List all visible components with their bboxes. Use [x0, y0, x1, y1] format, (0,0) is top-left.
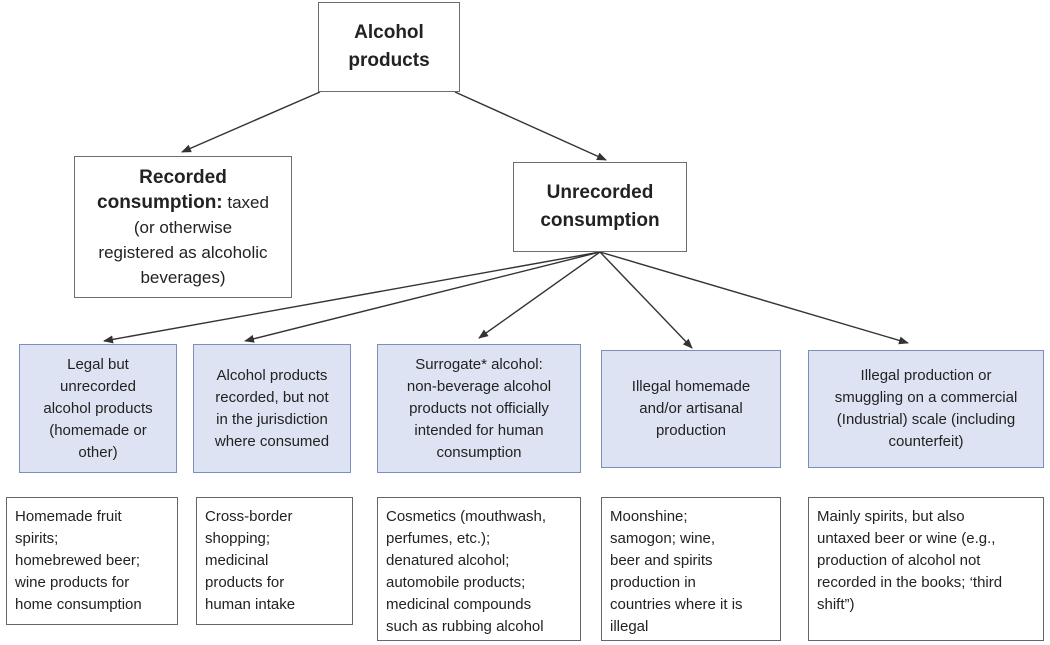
example-line: such as rubbing alcohol	[386, 618, 544, 635]
category-line: Illegal production or	[860, 367, 992, 384]
root-line-1: Alcohol	[354, 22, 424, 43]
example-line: products for	[205, 574, 285, 591]
arrow-unrecorded-to-cross-border	[244, 251, 601, 343]
category-line: consumption	[436, 443, 522, 461]
root-node: Alcohol products	[318, 2, 460, 92]
category-line: and/or artisanal	[639, 400, 743, 417]
examples-illegal-homemade: Moonshine; samogon; wine, beer and spiri…	[601, 497, 781, 641]
example-line: perfumes, etc.);	[386, 530, 491, 547]
example-line: recorded in the books; ‘third	[817, 574, 1003, 591]
example-line: Homemade fruit	[15, 508, 122, 525]
category-legal-unrecorded: Legal but unrecorded alcohol products (h…	[19, 344, 177, 473]
example-line: Mainly spirits, but also	[817, 508, 965, 525]
arrow-unrecorded-to-industrial	[599, 251, 909, 345]
category-line: non-beverage alcohol	[406, 377, 552, 395]
category-line: counterfeit)	[888, 433, 964, 450]
unrecorded-consumption-node: Unrecorded consumption	[513, 162, 687, 252]
example-line: Cosmetics (mouthwash,	[386, 508, 547, 525]
category-line: (Industrial) scale (including	[836, 411, 1016, 428]
example-line: spirits;	[15, 530, 59, 547]
recorded-desc-line-1: (or otherwise	[133, 217, 233, 237]
category-line: smuggling on a commercial	[834, 389, 1018, 406]
arrow-unrecorded-to-legal	[103, 251, 601, 344]
example-line: Moonshine;	[610, 508, 688, 525]
example-line: beer and spirits	[610, 552, 713, 569]
example-line: production of alcohol not	[817, 552, 981, 569]
example-line: shopping;	[205, 530, 271, 547]
examples-illegal-industrial: Mainly spirits, but also untaxed beer or…	[808, 497, 1044, 641]
category-line: alcohol products	[43, 399, 153, 417]
arrow-unrecorded-to-surrogate	[478, 251, 601, 339]
example-line: human intake	[205, 596, 296, 613]
category-line: Legal but	[67, 355, 129, 373]
example-line: automobile products;	[386, 574, 526, 591]
category-line: unrecorded	[60, 377, 136, 395]
unrecorded-line-1: Unrecorded	[546, 182, 654, 203]
root-line-2: products	[348, 50, 430, 71]
recorded-desc-line-2: registered as alcoholic	[98, 242, 268, 262]
category-line: recorded, but not	[215, 388, 329, 406]
category-cross-jurisdiction: Alcohol products recorded, but not in th…	[193, 344, 351, 473]
recorded-title-rest: taxed	[222, 192, 269, 212]
recorded-title-line-1: Recorded	[139, 166, 227, 188]
example-line: untaxed beer or wine (e.g.,	[817, 530, 996, 547]
category-line: products not officially	[409, 399, 549, 417]
example-line: production in	[610, 574, 696, 591]
category-illegal-homemade: Illegal homemade and/or artisanal produc…	[601, 350, 781, 468]
category-illegal-industrial: Illegal production or smuggling on a com…	[808, 350, 1044, 468]
arrow-root-to-unrecorded	[454, 91, 607, 161]
arrow-unrecorded-to-homemade	[599, 251, 693, 349]
category-line: in the jurisdiction	[216, 410, 328, 428]
recorded-consumption-node: Recorded consumption: taxed (or otherwis…	[74, 156, 292, 298]
category-line: Surrogate* alcohol:	[415, 355, 543, 373]
examples-legal-unrecorded: Homemade fruit spirits; homebrewed beer;…	[6, 497, 178, 625]
examples-surrogate-alcohol: Cosmetics (mouthwash, perfumes, etc.); d…	[377, 497, 581, 641]
example-line: shift”)	[817, 596, 855, 613]
example-line: homebrewed beer;	[15, 552, 141, 569]
category-line: intended for human	[414, 421, 544, 439]
category-line: Alcohol products	[216, 366, 328, 384]
example-line: Cross-border	[205, 508, 293, 525]
recorded-title-bold: consumption:	[97, 191, 223, 213]
recorded-title-line-2: consumption: taxed	[97, 190, 269, 215]
category-surrogate-alcohol: Surrogate* alcohol: non-beverage alcohol…	[377, 344, 581, 473]
unrecorded-line-2: consumption	[540, 210, 660, 231]
arrow-root-to-recorded	[181, 91, 321, 153]
category-line: (homemade or	[49, 421, 147, 439]
recorded-desc-line-3: beverages)	[140, 267, 226, 287]
examples-cross-jurisdiction: Cross-border shopping; medicinal product…	[196, 497, 353, 625]
example-line: countries where it is	[610, 596, 743, 613]
category-line: production	[655, 422, 727, 439]
example-line: home consumption	[15, 596, 142, 613]
example-line: wine products for	[15, 574, 130, 591]
example-line: denatured alcohol;	[386, 552, 510, 569]
example-line: samogon; wine,	[610, 530, 716, 547]
example-line: illegal	[610, 618, 649, 635]
category-line: where consumed	[214, 432, 330, 450]
category-line: other)	[78, 443, 118, 461]
example-line: medicinal	[205, 552, 269, 569]
category-line: Illegal homemade	[631, 378, 751, 395]
example-line: medicinal compounds	[386, 596, 532, 613]
